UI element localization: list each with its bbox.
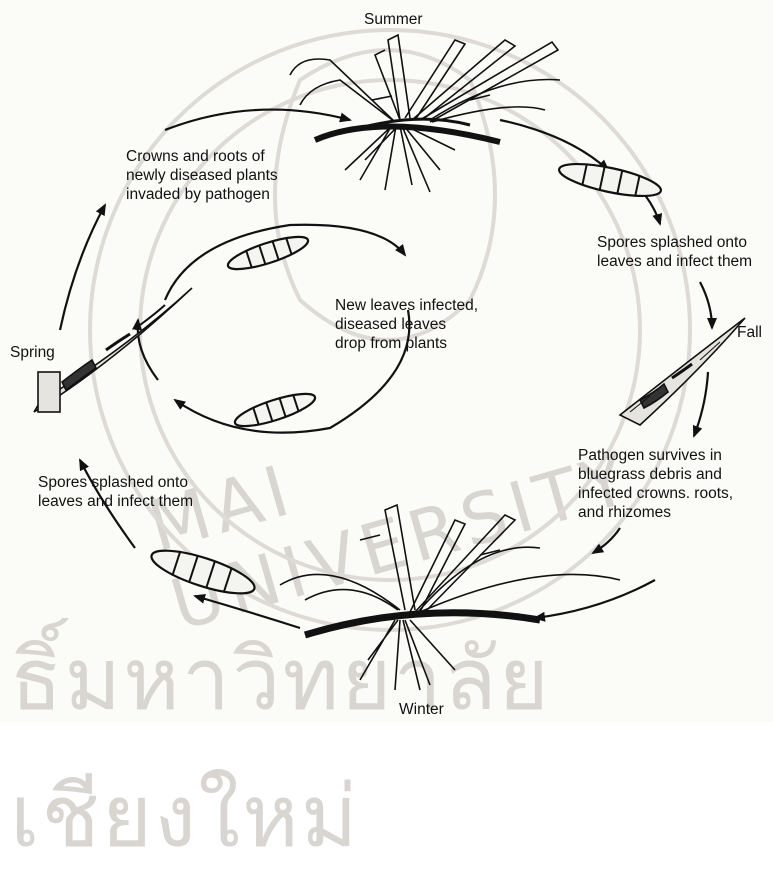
- arrow-fall-text-to-leaf: [700, 282, 712, 328]
- label-new-leaves: New leaves infected, diseased leaves dro…: [335, 296, 478, 353]
- label-spores-spring: Spores splashed onto leaves and infect t…: [38, 473, 193, 511]
- spore-fall: [557, 157, 664, 202]
- label-winter: Winter: [399, 700, 444, 719]
- disease-cycle-diagram: MAI UNIVERSITY ธิ์มหาวิทยาลัยเชียงใหม่: [0, 0, 773, 722]
- arrow-summer-to-spores: [500, 120, 608, 170]
- label-summer: Summer: [364, 10, 423, 29]
- label-spring: Spring: [10, 343, 55, 362]
- winter-plant-illustration: [280, 505, 620, 690]
- arrow-fall-leaf-down: [694, 372, 708, 436]
- diagram-drawing: [0, 0, 773, 722]
- arrow-spore-to-fall-text: [645, 195, 660, 224]
- label-spores-fall: Spores splashed onto leaves and infect t…: [597, 233, 752, 271]
- label-crowns-roots: Crowns and roots of newly diseased plant…: [126, 147, 278, 204]
- label-pathogen-survives: Pathogen survives in bluegrass debris an…: [578, 446, 733, 522]
- spore-spring: [147, 542, 258, 602]
- arrow-winter-debris: [535, 580, 655, 618]
- infected-leaf-spring: [34, 288, 192, 412]
- spore-inner-bottom: [232, 388, 318, 433]
- label-fall: Fall: [737, 323, 762, 342]
